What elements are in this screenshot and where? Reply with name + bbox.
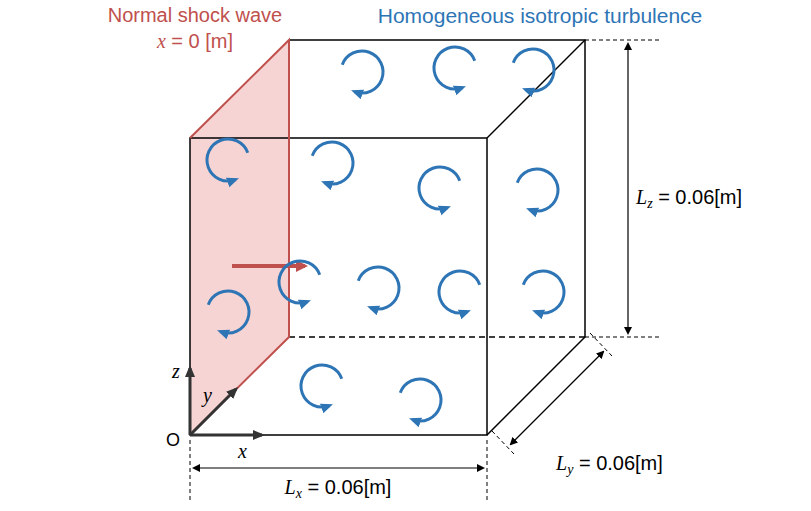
extension-lines [190,40,660,500]
vortex-arrows [207,47,564,421]
hidden-edge [289,336,585,338]
vortex-arrow [434,47,475,89]
origin-label: O [166,430,180,451]
shock-edges [190,40,289,435]
vortex-arrow [400,379,441,421]
axis-label: y [203,384,212,407]
vortex-arrow [208,291,249,333]
axis-label: x [238,440,247,463]
vortex-arrow [207,139,248,181]
title-label: Homogeneous isotropic turbulence [378,4,703,28]
shock-label: Normal shock wave [108,4,283,27]
vortex-arrow [523,271,564,313]
dimension-label: Lx = 0.06[m] [285,476,392,502]
axis-label: z [172,360,180,383]
shock-direction-arrow [232,264,305,268]
dimension-label: Lz = 0.06[m] [636,186,742,212]
vortex-arrow [279,261,320,303]
vortex-arrow [419,167,460,209]
dimension-arrows [194,44,628,468]
vortex-arrow [517,169,558,211]
dimension-label: Ly = 0.06[m] [556,452,663,478]
vortex-arrow [358,267,399,309]
vortex-arrow [312,142,353,184]
vortex-arrow [439,271,480,313]
shock-plane [190,40,289,435]
vortex-arrow [301,365,342,407]
vortex-arrow [513,49,554,91]
axes [190,368,262,435]
cube-edges [190,40,585,435]
shock-position: x = 0 [m] [157,30,233,53]
vortex-arrow [342,51,383,93]
